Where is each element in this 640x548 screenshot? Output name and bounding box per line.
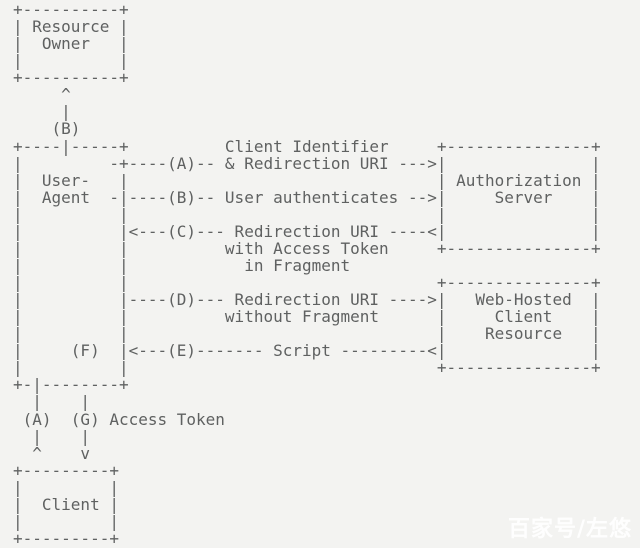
page-root: { "colors": { "background": "#f3f3f1", "… xyxy=(13,0,631,548)
oauth-implicit-grant-ascii-diagram: +----------+ | Resource | | Owner | | | … xyxy=(13,0,601,548)
